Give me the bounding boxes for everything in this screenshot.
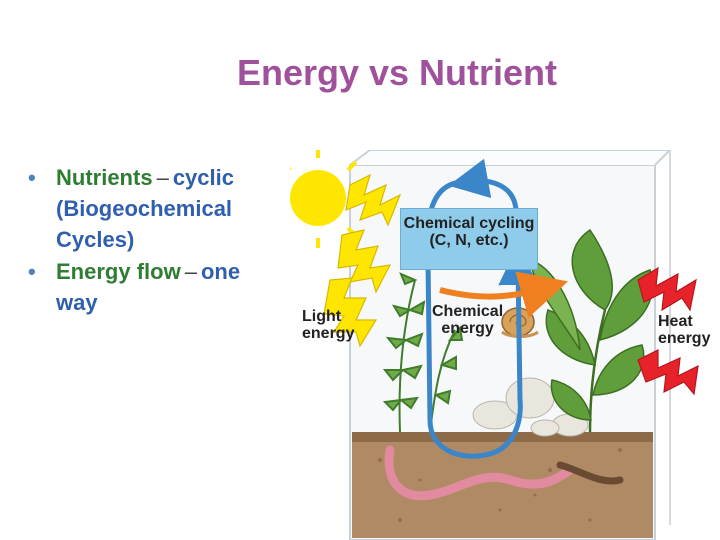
bullet-term: Nutrients	[56, 165, 153, 190]
bullet-list: • Nutrients–cyclic (Biogeochemical Cycle…	[28, 162, 278, 318]
bullet-term: Energy flow	[56, 258, 181, 284]
heat-energy-arrows	[637, 266, 699, 396]
heat-energy-label: Heat energy	[658, 313, 711, 347]
light-energy-label: Light energy	[302, 308, 355, 342]
chemical-cycling-label: Chemical cycling (C, N, etc.)	[403, 215, 535, 249]
bullet-item-nutrients: • Nutrients–cyclic (Biogeochemical Cycle…	[28, 162, 278, 256]
rocks	[472, 377, 589, 437]
slide-title: Energy vs Nutrient	[236, 52, 558, 93]
bullet-dot-icon: •	[28, 258, 36, 284]
bullet-item-energy: • Energy flow–one way	[28, 256, 278, 318]
chemical-energy-arrow	[439, 271, 569, 318]
bullet-value: cyclic	[172, 165, 234, 190]
chemical-cycling-box: Chemical cycling (C, N, etc.)	[400, 208, 538, 270]
bullet-extra: (Biogeochemical Cycles)	[56, 196, 233, 253]
bullet-dash: –	[156, 165, 169, 190]
chemical-energy-label: Chemical energy	[432, 303, 504, 337]
ecosystem-diagram: Light energy Chemical cycling (C, N, etc…	[290, 150, 720, 540]
light-energy-arrows	[323, 173, 402, 348]
bullet-value: one way	[56, 258, 241, 315]
bullet-dot-icon: •	[28, 165, 36, 190]
bullet-dash: –	[184, 258, 197, 284]
worms	[384, 445, 624, 501]
